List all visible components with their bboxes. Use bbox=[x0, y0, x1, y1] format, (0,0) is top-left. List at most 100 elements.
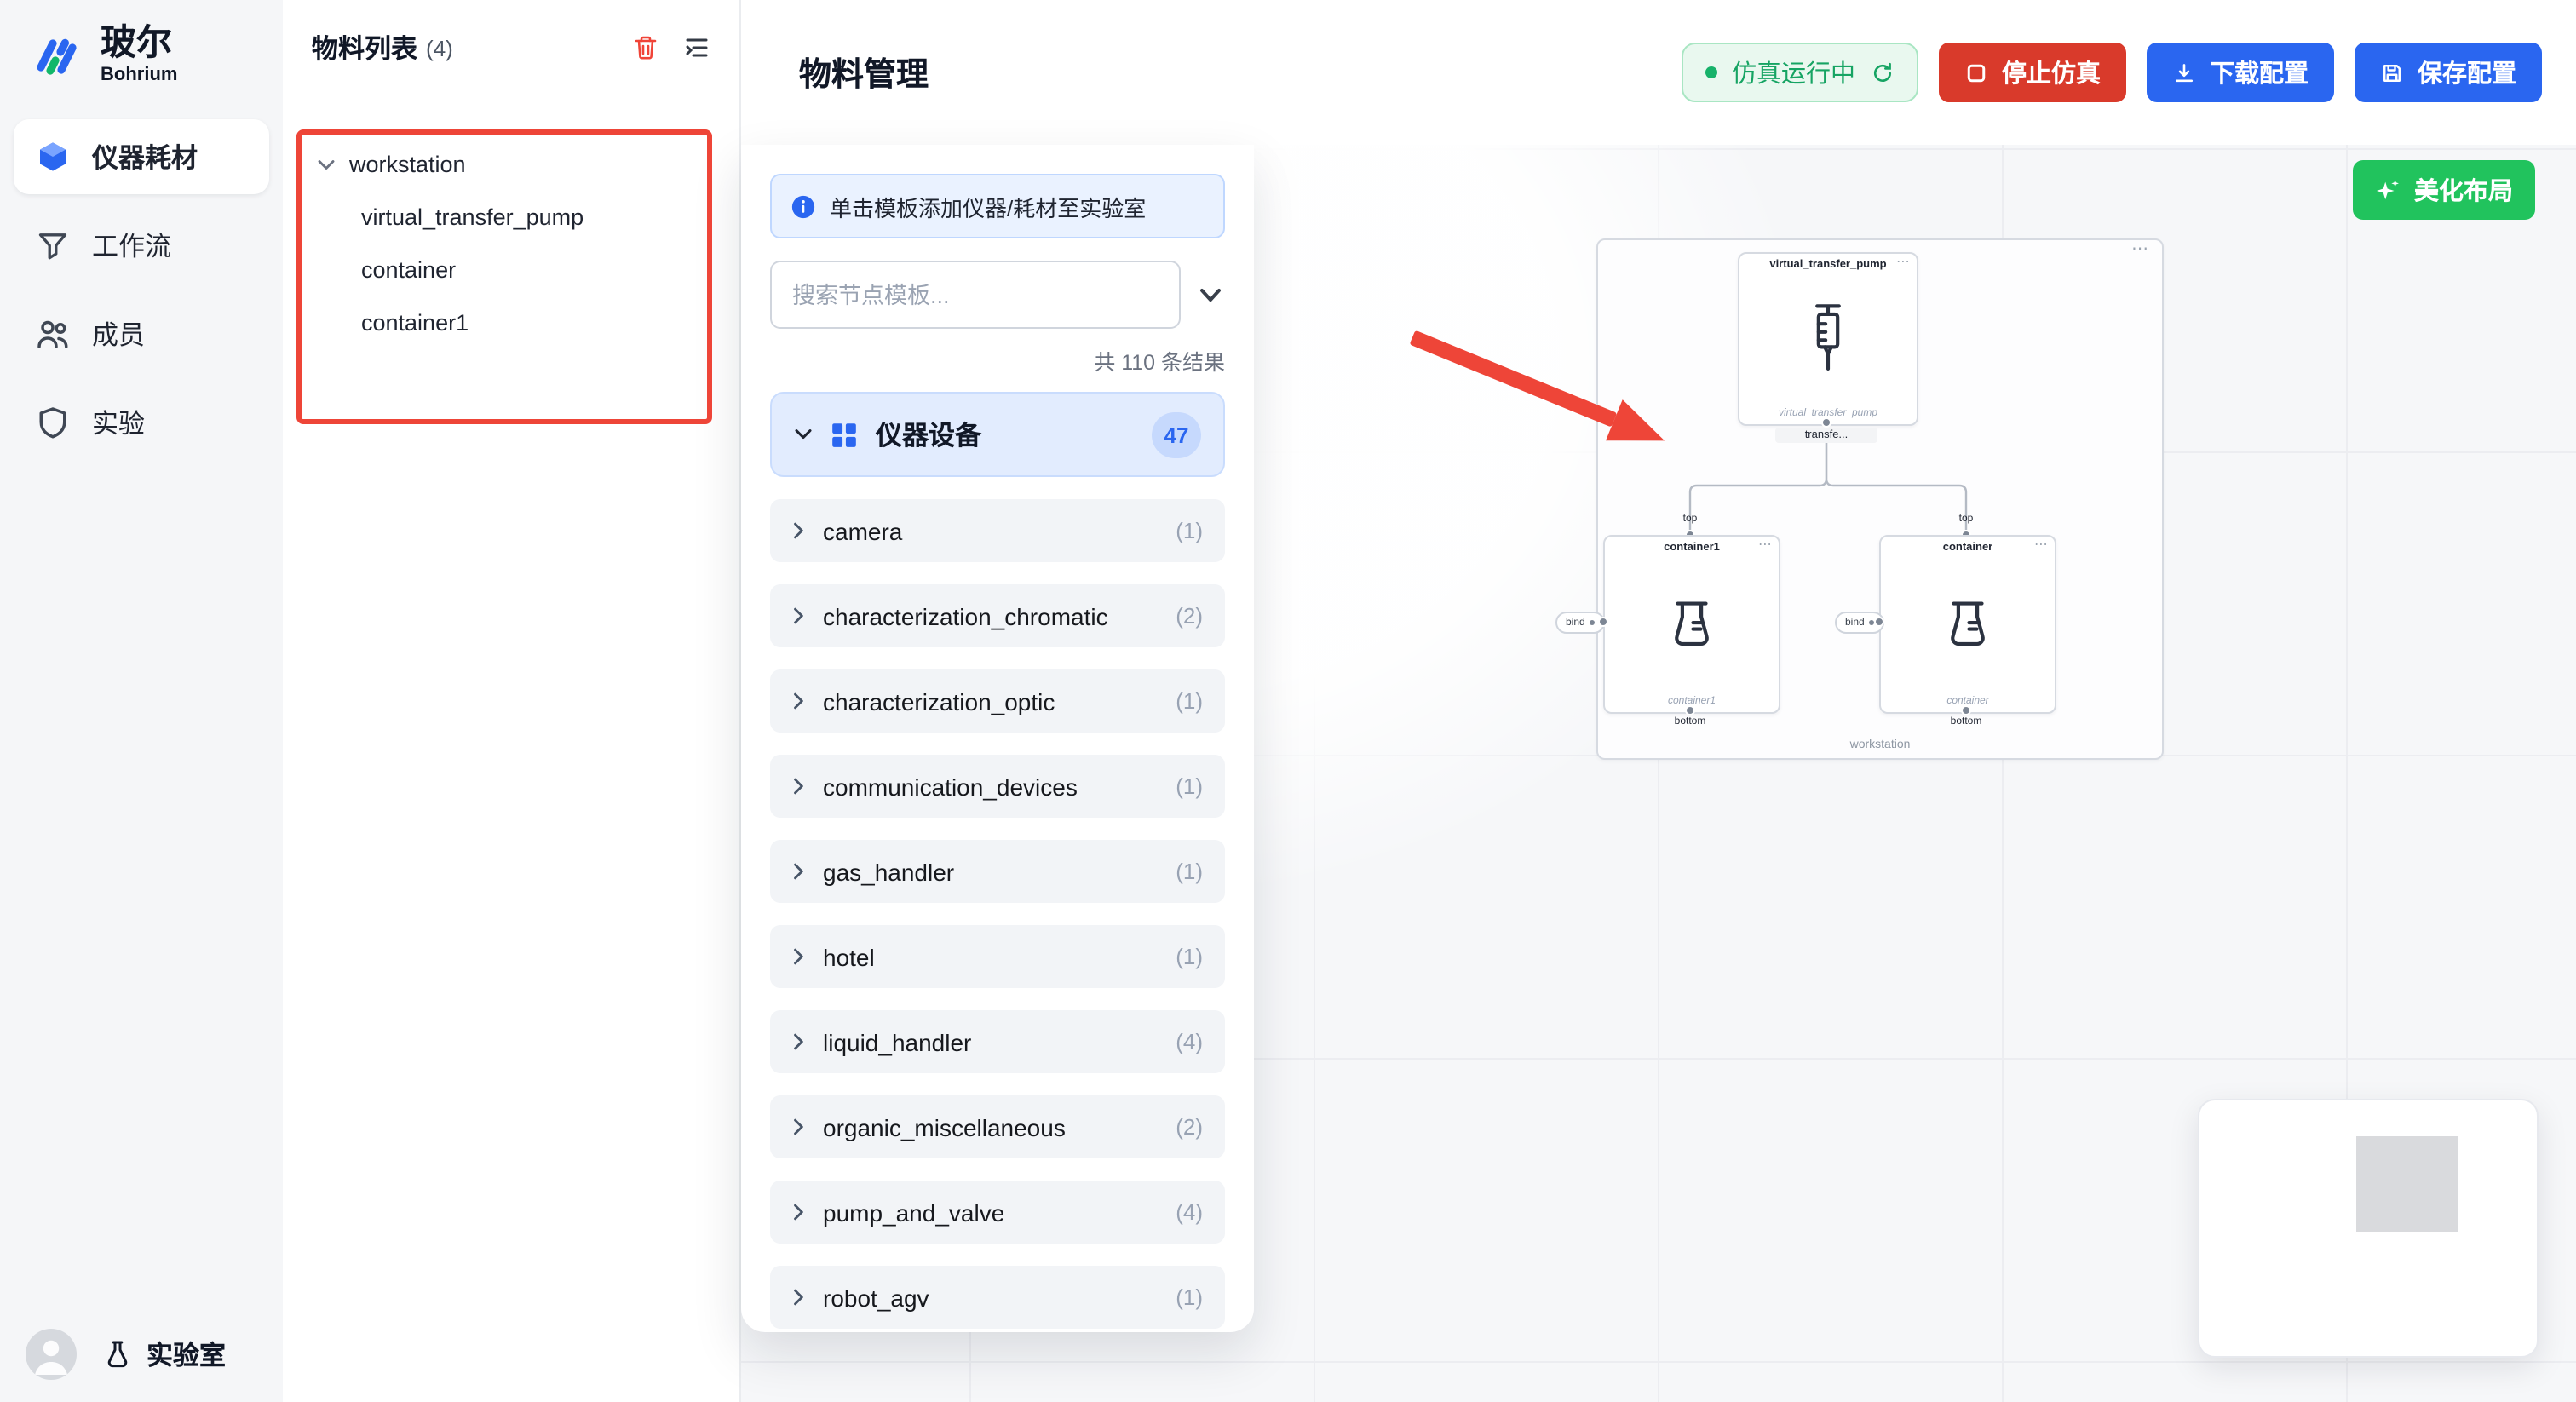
info-banner: 单击模板添加仪器/耗材至实验室 bbox=[770, 174, 1225, 238]
funnel-icon bbox=[36, 228, 70, 262]
container-bottom-port[interactable] bbox=[1961, 705, 1971, 715]
category-row-characterization-chromatic[interactable]: characterization_chromatic (2) bbox=[770, 584, 1225, 647]
chevron-down-icon bbox=[794, 428, 813, 441]
sidebar-item-label: 成员 bbox=[92, 322, 146, 352]
brand-logo[interactable]: 玻尔 Bohrium bbox=[0, 0, 283, 106]
tree-node-virtual-transfer-pump[interactable]: virtual_transfer_pump bbox=[283, 191, 739, 244]
info-icon bbox=[791, 193, 816, 219]
search-input[interactable] bbox=[770, 261, 1181, 329]
category-count: (1) bbox=[1176, 859, 1203, 884]
node-caption: virtual_transfer_pump bbox=[1778, 409, 1878, 419]
category-count: (1) bbox=[1176, 773, 1203, 799]
trash-icon[interactable] bbox=[632, 34, 659, 61]
tree-node-container[interactable]: container bbox=[283, 244, 739, 296]
category-name: pump_and_valve bbox=[823, 1198, 1005, 1226]
category-name: hotel bbox=[823, 943, 875, 970]
minimap[interactable] bbox=[2198, 1099, 2539, 1358]
tree-node-label: container bbox=[361, 257, 457, 283]
sidebar-item-label: 工作流 bbox=[92, 233, 172, 263]
category-name: characterization_optic bbox=[823, 687, 1055, 715]
save-config-button[interactable]: 保存配置 bbox=[2355, 43, 2542, 102]
category-name: organic_miscellaneous bbox=[823, 1113, 1066, 1141]
collapse-tree-icon[interactable] bbox=[683, 34, 710, 61]
category-row-communication-devices[interactable]: communication_devices (1) bbox=[770, 755, 1225, 818]
workstation-group-node[interactable]: ⋯ virtual_transfer_pump ⋯ bbox=[1555, 238, 2164, 760]
sidebar-item-experiments[interactable]: 实验 bbox=[14, 385, 269, 460]
minimap-viewport[interactable] bbox=[2356, 1136, 2458, 1232]
refresh-icon[interactable] bbox=[1871, 60, 1895, 84]
node-more-icon[interactable]: ⋯ bbox=[1758, 537, 1772, 552]
category-row-camera[interactable]: camera (1) bbox=[770, 499, 1225, 562]
category-row-liquid-handler[interactable]: liquid_handler (4) bbox=[770, 1010, 1225, 1073]
brand-name: 玻尔 bbox=[101, 24, 172, 63]
category-name: characterization_chromatic bbox=[823, 602, 1108, 629]
cube-icon bbox=[36, 140, 70, 174]
bohrium-logo-icon bbox=[27, 26, 85, 84]
container1-left-port[interactable] bbox=[1598, 617, 1608, 627]
node-virtual-transfer-pump[interactable]: virtual_transfer_pump ⋯ virtual_transfer… bbox=[1738, 252, 1918, 426]
container-left-port[interactable] bbox=[1874, 617, 1884, 627]
chevron-right-icon bbox=[792, 1288, 804, 1307]
sidebar-item-label: 仪器耗材 bbox=[92, 145, 198, 175]
chevron-right-icon bbox=[792, 947, 804, 966]
category-name: robot_agv bbox=[823, 1284, 929, 1311]
app-sidebar: 玻尔 Bohrium 仪器耗材 工作流 bbox=[0, 0, 283, 1402]
main-area: 物料管理 仿真运行中 停止仿真 bbox=[741, 0, 2576, 1402]
beautify-layout-button[interactable]: 美化布局 bbox=[2353, 160, 2535, 220]
category-name: communication_devices bbox=[823, 773, 1078, 800]
user-avatar[interactable] bbox=[26, 1329, 77, 1380]
category-row-pump-and-valve[interactable]: pump_and_valve (4) bbox=[770, 1181, 1225, 1244]
syringe-icon bbox=[1801, 298, 1855, 376]
category-row-characterization-optic[interactable]: characterization_optic (1) bbox=[770, 669, 1225, 733]
stop-icon bbox=[1964, 60, 1988, 84]
download-config-button[interactable]: 下载配置 bbox=[2147, 43, 2334, 102]
lab-switcher[interactable]: 实验室 bbox=[102, 1336, 226, 1373]
category-name: liquid_handler bbox=[823, 1028, 972, 1055]
brand-text: 玻尔 Bohrium bbox=[101, 24, 177, 85]
chevron-right-icon bbox=[792, 862, 804, 881]
node-more-icon[interactable]: ⋯ bbox=[1896, 254, 1910, 269]
category-count: (2) bbox=[1176, 1114, 1203, 1140]
chevron-down-icon[interactable] bbox=[1194, 287, 1225, 302]
category-row-hotel[interactable]: hotel (1) bbox=[770, 925, 1225, 988]
port-label-top: top bbox=[1958, 514, 1974, 525]
sidebar-item-members[interactable]: 成员 bbox=[14, 296, 269, 371]
tree-node-label: virtual_transfer_pump bbox=[361, 204, 584, 230]
category-count: (1) bbox=[1176, 1284, 1203, 1310]
simulation-status-badge[interactable]: 仿真运行中 bbox=[1681, 43, 1918, 102]
node-container[interactable]: container ⋯ container bbox=[1879, 535, 2056, 714]
container1-bottom-port[interactable] bbox=[1685, 705, 1695, 715]
tree-node-container1[interactable]: container1 bbox=[283, 296, 739, 349]
section-equipment[interactable]: 仪器设备 47 bbox=[770, 392, 1225, 477]
grid-icon bbox=[830, 420, 859, 449]
node-more-icon[interactable]: ⋯ bbox=[2034, 537, 2048, 552]
materials-header: 物料列表 (4) bbox=[283, 0, 739, 77]
node-caption: container bbox=[1946, 697, 1989, 707]
tree-node-workstation[interactable]: workstation bbox=[283, 138, 739, 191]
node-container1[interactable]: container1 ⋯ container1 bbox=[1603, 535, 1780, 714]
save-label: 保存配置 bbox=[2418, 61, 2516, 89]
node-title: container1 bbox=[1664, 542, 1720, 554]
sidebar-item-label: 实验 bbox=[92, 411, 146, 440]
info-text: 单击模板添加仪器/耗材至实验室 bbox=[830, 195, 1147, 221]
chevron-down-icon bbox=[317, 158, 336, 171]
category-list: camera (1) characterization_chromatic (2… bbox=[770, 499, 1225, 1329]
category-row-gas-handler[interactable]: gas_handler (1) bbox=[770, 840, 1225, 903]
section-label: 仪器设备 bbox=[876, 422, 982, 451]
beautify-label: 美化布局 bbox=[2414, 179, 2513, 206]
section-count-badge: 47 bbox=[1152, 411, 1201, 457]
bind-dot-icon bbox=[1869, 620, 1875, 625]
sidebar-item-workflow[interactable]: 工作流 bbox=[14, 208, 269, 283]
save-icon bbox=[2380, 60, 2404, 84]
chevron-right-icon bbox=[792, 692, 804, 710]
stop-simulation-button[interactable]: 停止仿真 bbox=[1939, 43, 2126, 102]
category-row-robot-agv[interactable]: robot_agv (1) bbox=[770, 1266, 1225, 1329]
pump-bottom-port[interactable] bbox=[1821, 417, 1831, 428]
group-more-icon[interactable]: ⋯ bbox=[2131, 240, 2150, 259]
sidebar-item-instruments[interactable]: 仪器耗材 bbox=[14, 119, 269, 195]
shield-icon bbox=[36, 405, 70, 440]
category-row-organic-miscellaneous[interactable]: organic_miscellaneous (2) bbox=[770, 1095, 1225, 1158]
stop-label: 停止仿真 bbox=[2002, 61, 2101, 89]
materials-count: (4) bbox=[426, 35, 453, 60]
chevron-right-icon bbox=[792, 1032, 804, 1051]
